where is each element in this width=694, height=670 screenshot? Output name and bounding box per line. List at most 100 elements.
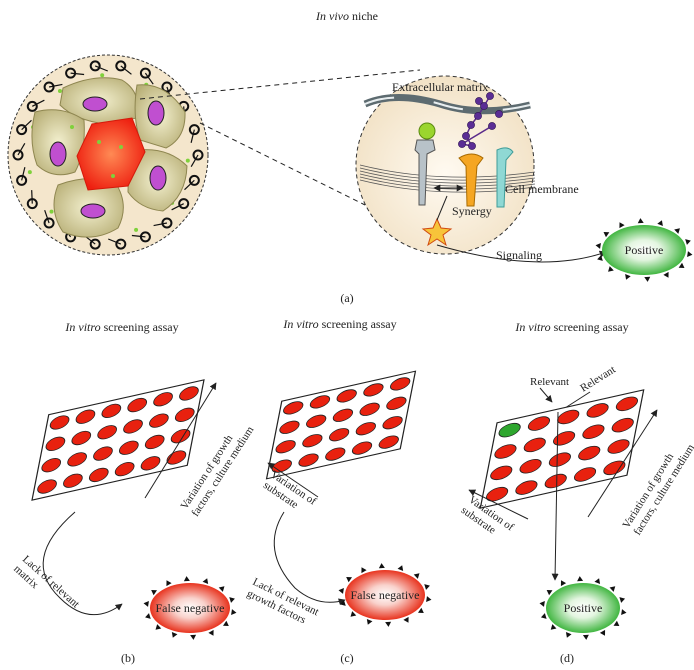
positive-bubble xyxy=(546,583,620,633)
matrix-knot xyxy=(115,60,127,72)
spike xyxy=(609,586,616,592)
matrix-strand xyxy=(48,83,63,88)
nucleus xyxy=(49,141,67,167)
zoom-line xyxy=(199,122,366,206)
well xyxy=(275,440,296,454)
well xyxy=(41,458,62,473)
well xyxy=(45,436,66,451)
spike xyxy=(350,611,357,617)
nucleus xyxy=(147,100,165,126)
spike xyxy=(619,597,626,603)
spike xyxy=(340,600,346,606)
receptor-gray xyxy=(414,139,436,206)
well xyxy=(607,439,630,454)
panel-b: In vitro screening assay Variation of gr… xyxy=(11,320,256,665)
zoom-boundary xyxy=(355,75,535,255)
spike xyxy=(231,609,237,616)
panel-d: In vitro screening assay Relevant Releva… xyxy=(459,320,694,665)
well xyxy=(37,479,57,494)
chain-bead xyxy=(486,92,494,100)
spike xyxy=(565,632,572,638)
zoom-line xyxy=(139,69,421,100)
matrix-knot xyxy=(16,124,28,136)
spike xyxy=(687,251,693,258)
matrix-knot xyxy=(178,198,190,210)
label-extracellular-matrix: Extracellular matrix xyxy=(392,80,488,94)
plate-outline xyxy=(265,370,417,480)
well xyxy=(359,402,380,416)
outcome-false-negative-c: False negative xyxy=(338,563,432,627)
relevant-well xyxy=(498,422,521,438)
plate-outline xyxy=(479,389,645,509)
spike xyxy=(208,629,214,636)
growth-factor xyxy=(185,158,190,163)
spike xyxy=(171,632,178,638)
well xyxy=(578,445,601,461)
negative-bubble xyxy=(345,570,425,620)
chain-link xyxy=(461,125,493,145)
spike xyxy=(599,629,606,636)
well xyxy=(486,486,509,502)
axis-arrow xyxy=(144,382,217,499)
well xyxy=(114,461,135,477)
bubble-spikes xyxy=(539,576,627,640)
spike xyxy=(338,587,344,594)
matrix-knot xyxy=(192,149,204,161)
receptor-teal xyxy=(496,147,514,208)
nucleus xyxy=(80,203,106,219)
panel-label-d: (d) xyxy=(560,651,574,665)
outcome-positive-d: Positive xyxy=(539,576,627,640)
chain-bead xyxy=(475,97,483,105)
spike xyxy=(378,563,385,569)
spike xyxy=(546,589,553,596)
well xyxy=(302,434,323,448)
niche-tissue xyxy=(7,54,209,256)
axis-arrow xyxy=(267,462,319,498)
chain-bead xyxy=(462,132,470,140)
well xyxy=(75,409,96,424)
flow-arrow xyxy=(42,511,123,616)
spike xyxy=(413,573,420,579)
well xyxy=(390,377,411,391)
spike xyxy=(663,271,669,278)
well xyxy=(298,453,319,467)
signal-star xyxy=(421,217,453,247)
growth-factor xyxy=(27,170,32,175)
chain-bead xyxy=(467,121,475,129)
matrix-strand xyxy=(108,238,122,245)
axis-label-left: Variation of substrate xyxy=(261,469,321,520)
growth-factor xyxy=(119,145,123,149)
well xyxy=(494,444,517,459)
well xyxy=(127,397,148,413)
spike xyxy=(685,239,691,245)
well xyxy=(309,395,331,409)
spike xyxy=(540,613,547,619)
wells xyxy=(271,377,411,473)
outcome-positive-a: Positive xyxy=(595,218,693,282)
chain-bead xyxy=(458,140,466,148)
bubble-spikes xyxy=(338,563,432,627)
well xyxy=(582,424,605,439)
spike xyxy=(657,220,663,226)
spike xyxy=(424,584,430,590)
nucleus xyxy=(149,165,167,191)
well xyxy=(179,386,199,401)
wells xyxy=(486,396,638,502)
spike xyxy=(678,262,685,269)
well xyxy=(611,417,634,433)
outcome-text: False negative xyxy=(156,601,225,615)
well xyxy=(101,403,122,419)
well xyxy=(63,473,83,488)
well xyxy=(67,452,87,467)
spike xyxy=(346,576,352,583)
matrix-strand xyxy=(94,65,108,72)
spike xyxy=(637,218,644,224)
well xyxy=(603,460,626,476)
spike xyxy=(166,580,172,587)
well xyxy=(586,403,609,418)
well xyxy=(615,396,638,412)
missing-label: Lack of relevant growth factors xyxy=(245,576,323,631)
matrix-fiber-highlight xyxy=(364,96,531,112)
spike xyxy=(418,607,424,614)
growth-factor xyxy=(134,227,139,232)
